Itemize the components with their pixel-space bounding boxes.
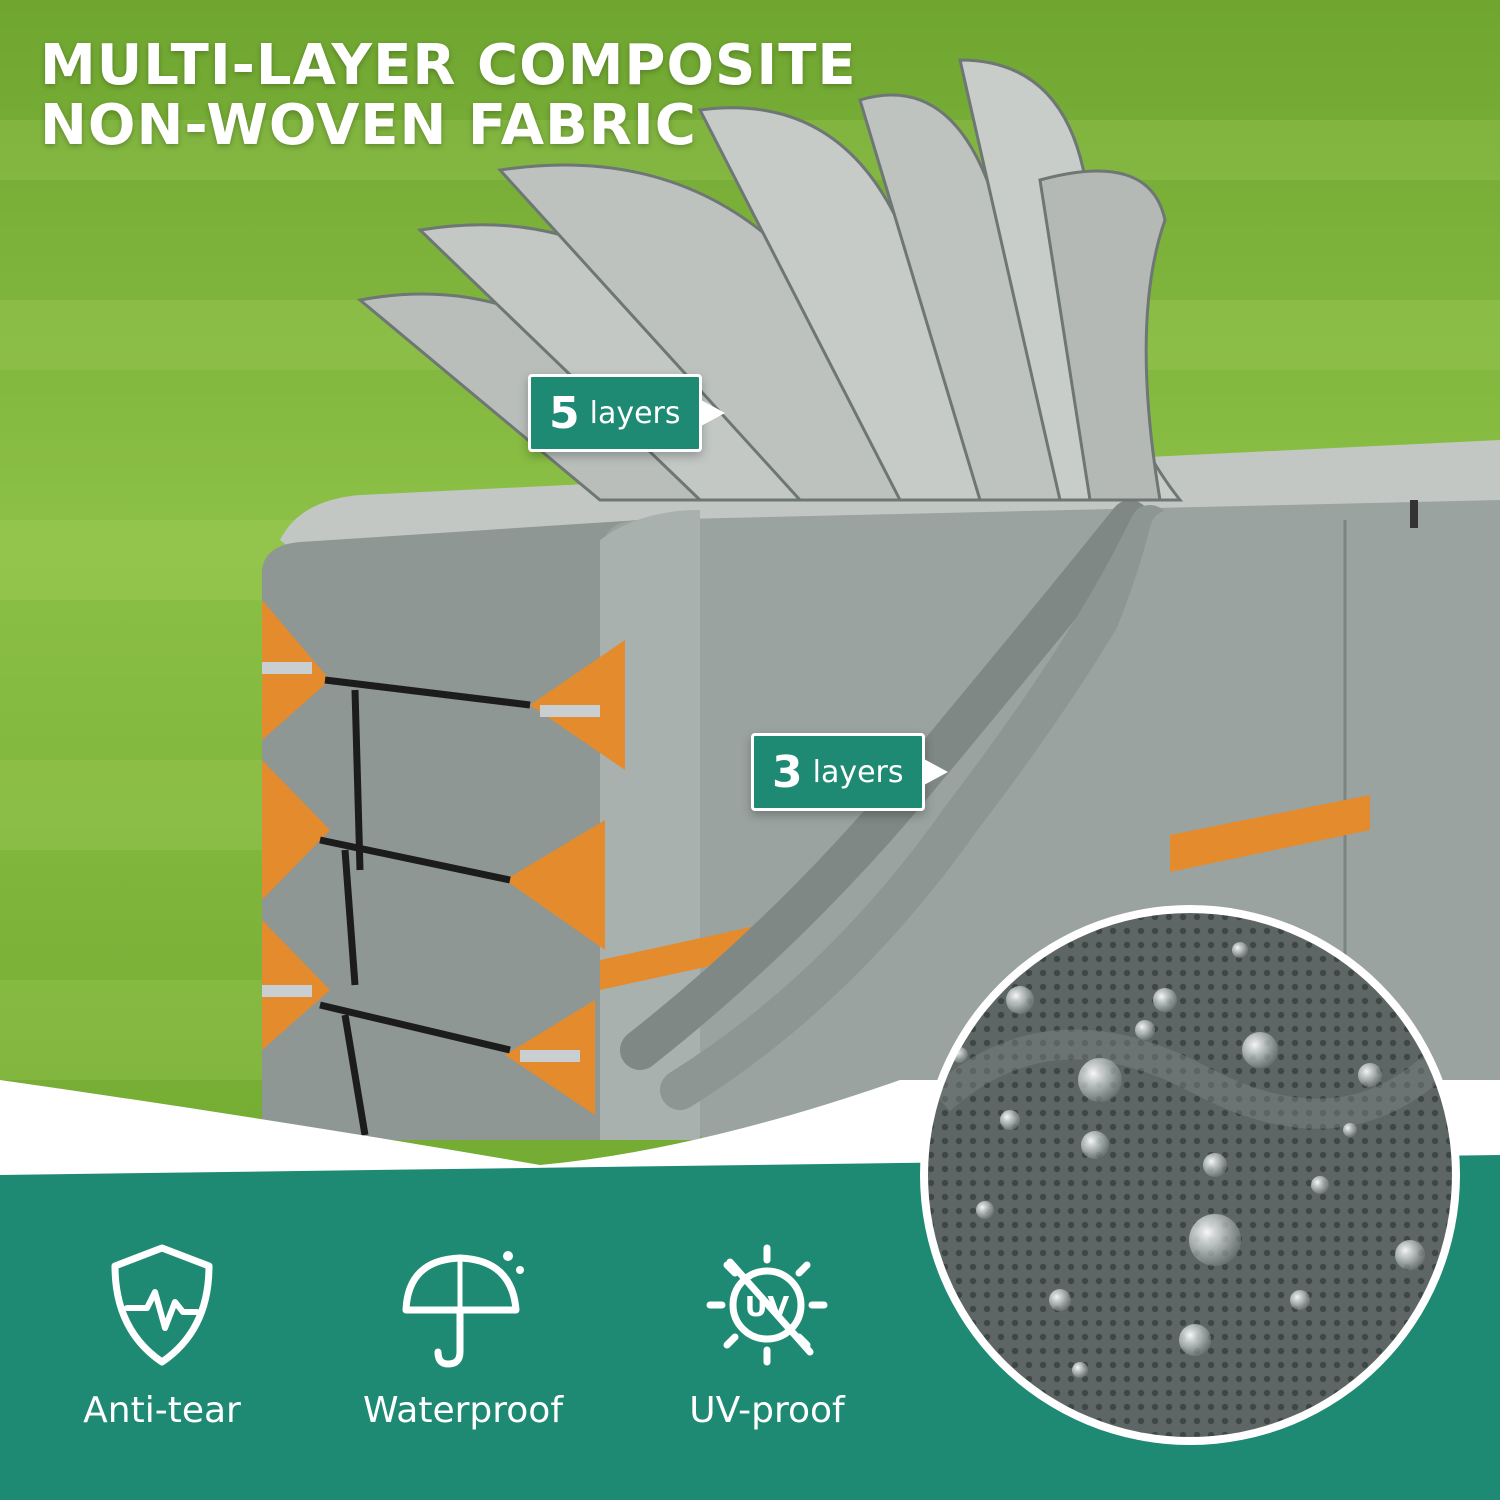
svg-text:UV: UV bbox=[745, 1290, 790, 1323]
water-droplets bbox=[952, 942, 1425, 1378]
callout-number: 3 bbox=[772, 746, 803, 798]
peeled-layers-top bbox=[356, 58, 1184, 502]
feature-uv-proof: UV UV-proof bbox=[637, 1240, 897, 1431]
callout-word: layers bbox=[812, 754, 904, 790]
adjustable-straps bbox=[319, 676, 531, 1136]
callout-5-layers: 5 layers bbox=[528, 374, 725, 452]
shield-heartbeat-icon bbox=[111, 1244, 213, 1366]
callout-word: layers bbox=[589, 395, 681, 431]
headline-line-1: MULTI-LAYER COMPOSITE bbox=[40, 33, 857, 98]
uv-sun-crossed-icon: UV bbox=[706, 1244, 828, 1366]
headline-line-2: NON-WOVEN FABRIC bbox=[40, 93, 697, 158]
feature-label: UV-proof bbox=[689, 1390, 845, 1431]
headline: MULTI-LAYER COMPOSITE NON-WOVEN FABRIC bbox=[40, 36, 857, 156]
callout-number: 5 bbox=[549, 387, 580, 439]
fabric-closeup bbox=[920, 905, 1460, 1445]
rv-cover bbox=[262, 58, 1500, 1150]
reflective-stripe bbox=[1170, 795, 1370, 872]
feature-label: Anti-tear bbox=[83, 1390, 241, 1431]
feature-anti-tear: Anti-tear bbox=[32, 1240, 292, 1431]
feature-label: Waterproof bbox=[362, 1390, 563, 1431]
callout-3-layers: 3 layers bbox=[751, 733, 948, 811]
feature-waterproof: Waterproof bbox=[333, 1240, 593, 1431]
cover-front-face bbox=[262, 520, 640, 1140]
umbrella-icon bbox=[402, 1251, 524, 1368]
